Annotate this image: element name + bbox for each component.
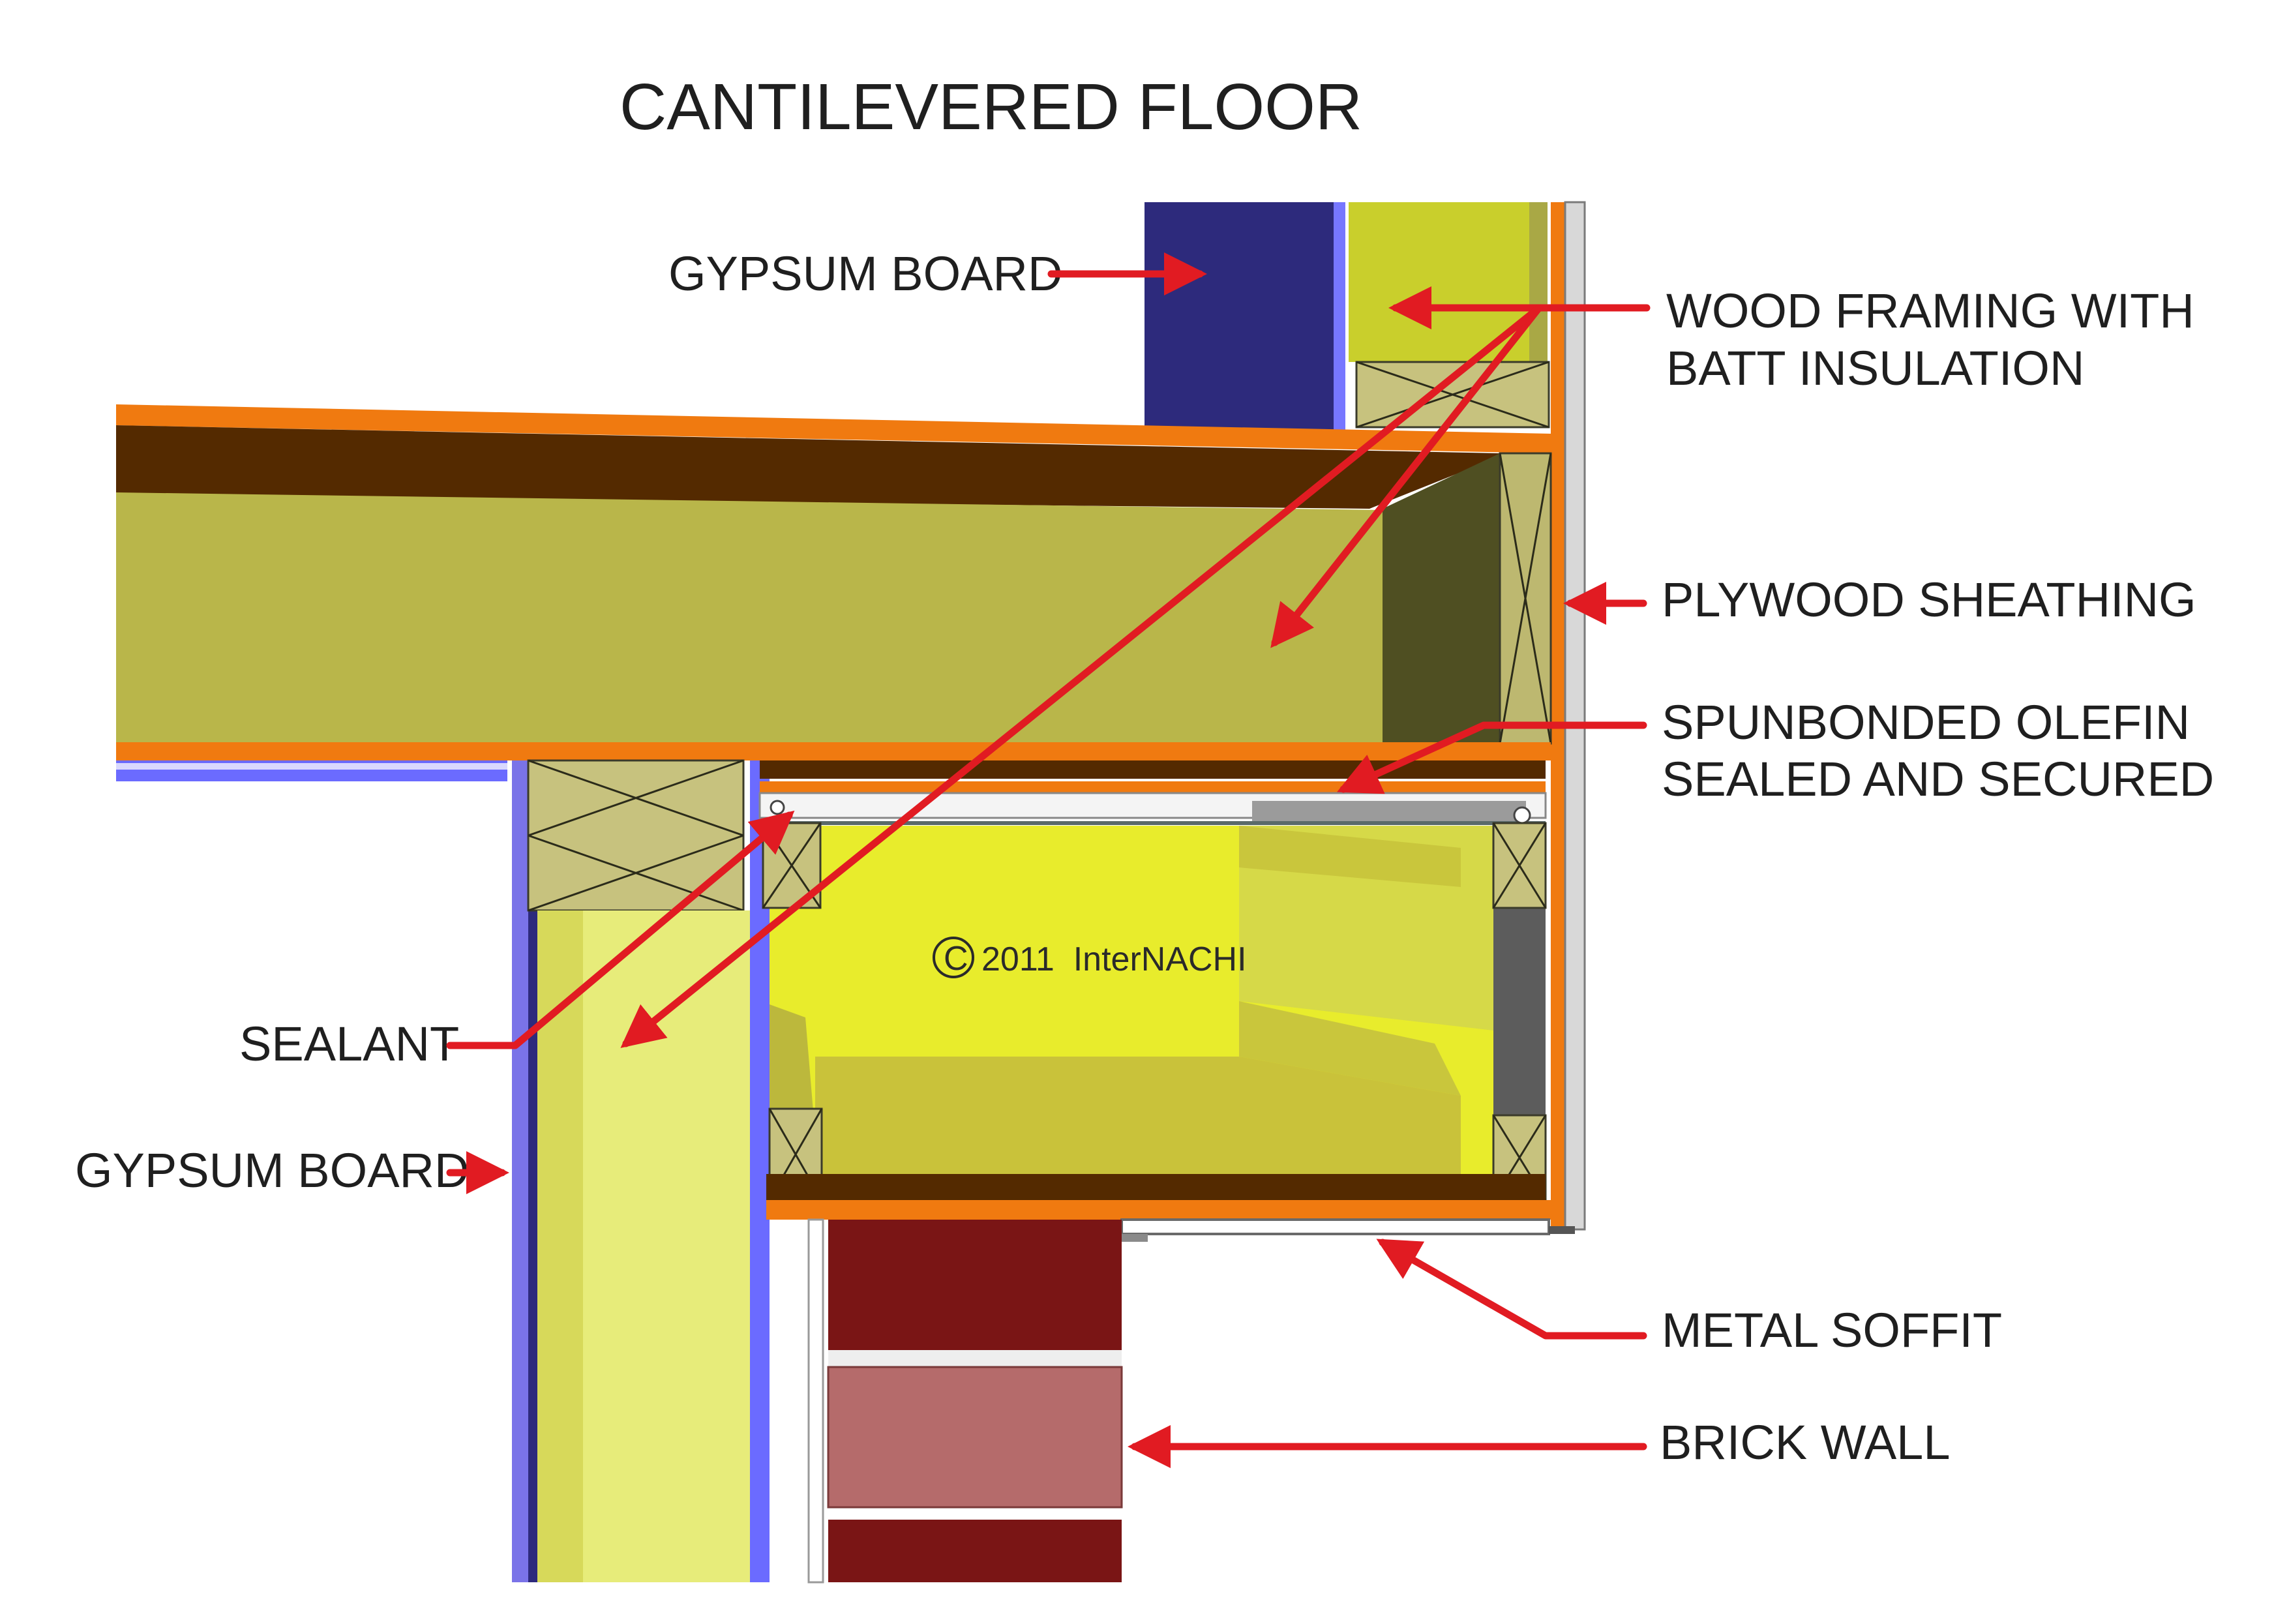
arrow-wood-framing-wall [620,304,1543,1048]
upper-gypsum-edge [1334,202,1345,430]
brick-wall-edge [807,1218,824,1584]
upper-top-plate-cross [1356,361,1549,429]
cavity-orange-board [760,781,1546,793]
label-spunbonded-olefin-1: SPUNBONDED OLEFIN [1662,695,2190,749]
ceiling-white-line [116,763,507,770]
metal-soffit [1120,1218,1550,1235]
label-gypsum-board-top: GYPSUM BOARD [668,247,1062,301]
upper-gypsum-board [1144,202,1343,430]
label-wood-framing-line-2: BATT INSULATION [1666,341,2084,395]
arrow-sealant [446,810,795,1049]
lower-gypsum-inner [528,760,537,1582]
arrow-metal-soffit [1376,1239,1647,1340]
label-sealant: SEALANT [239,1017,459,1071]
cavity-batt-floor [815,1057,1461,1174]
arrow-spunbonded-olefin [1336,721,1647,794]
cavity-batt-fold-lower [1239,1001,1461,1096]
cavity-bottom-sheathing [766,1200,1552,1220]
sealant-bead-left [770,800,785,815]
brick-mortar-1 [828,1350,1122,1367]
lower-top-plate-cross-2 [528,834,744,912]
rim-joist-cross [1499,453,1552,744]
brick-2 [827,1366,1123,1509]
cavity-batt-fold-upper [1239,826,1461,887]
copyright-text: 2011 InterNACHI [981,940,1247,978]
arrow-wood-framing-floor [1270,304,1543,648]
label-gypsum-board-bottom: GYPSUM BOARD [75,1143,469,1197]
brick-3 [828,1520,1122,1582]
block-top-right-cross [1492,822,1547,909]
soffit-drip [1549,1226,1575,1234]
diagram-title: CANTILEVERED FLOOR [620,70,1362,143]
cavity-bottom-board [766,1174,1546,1200]
exterior-cladding [1564,201,1586,1231]
copyright-circle [933,937,974,978]
floor-batt-end-shadow [1383,453,1500,742]
label-plywood-sheathing: PLYWOOD SHEATHING [1662,573,2196,627]
joist-top-surface [116,425,1500,509]
lower-top-plate-cross-1 [528,759,744,837]
floor-underside-sheathing [116,742,1551,760]
label-metal-soffit: METAL SOFFIT [1662,1303,2002,1357]
upper-plywood-sheathing [1551,202,1565,1226]
subfloor-sheathing [116,404,1552,453]
copyright-c: C [944,940,968,978]
cavity-top-board [760,760,1546,779]
upper-wall-batt [1349,202,1539,362]
lower-top-plate [527,759,745,912]
metal-soffit-j-channel [1122,1234,1148,1242]
sealant-bead-right [1513,806,1531,824]
label-brick-wall: BRICK WALL [1660,1415,1950,1469]
lower-gypsum-board [512,760,530,1582]
brick-1 [828,1220,1122,1350]
olefin-roll [1252,801,1526,823]
label-spunbonded-olefin-2: SEALED AND SECURED [1662,752,2214,806]
upper-wall-stud [1529,202,1548,362]
label-wood-framing-line-1: WOOD FRAMING WITH [1666,284,2194,338]
floor-batt-insulation [116,492,1383,742]
